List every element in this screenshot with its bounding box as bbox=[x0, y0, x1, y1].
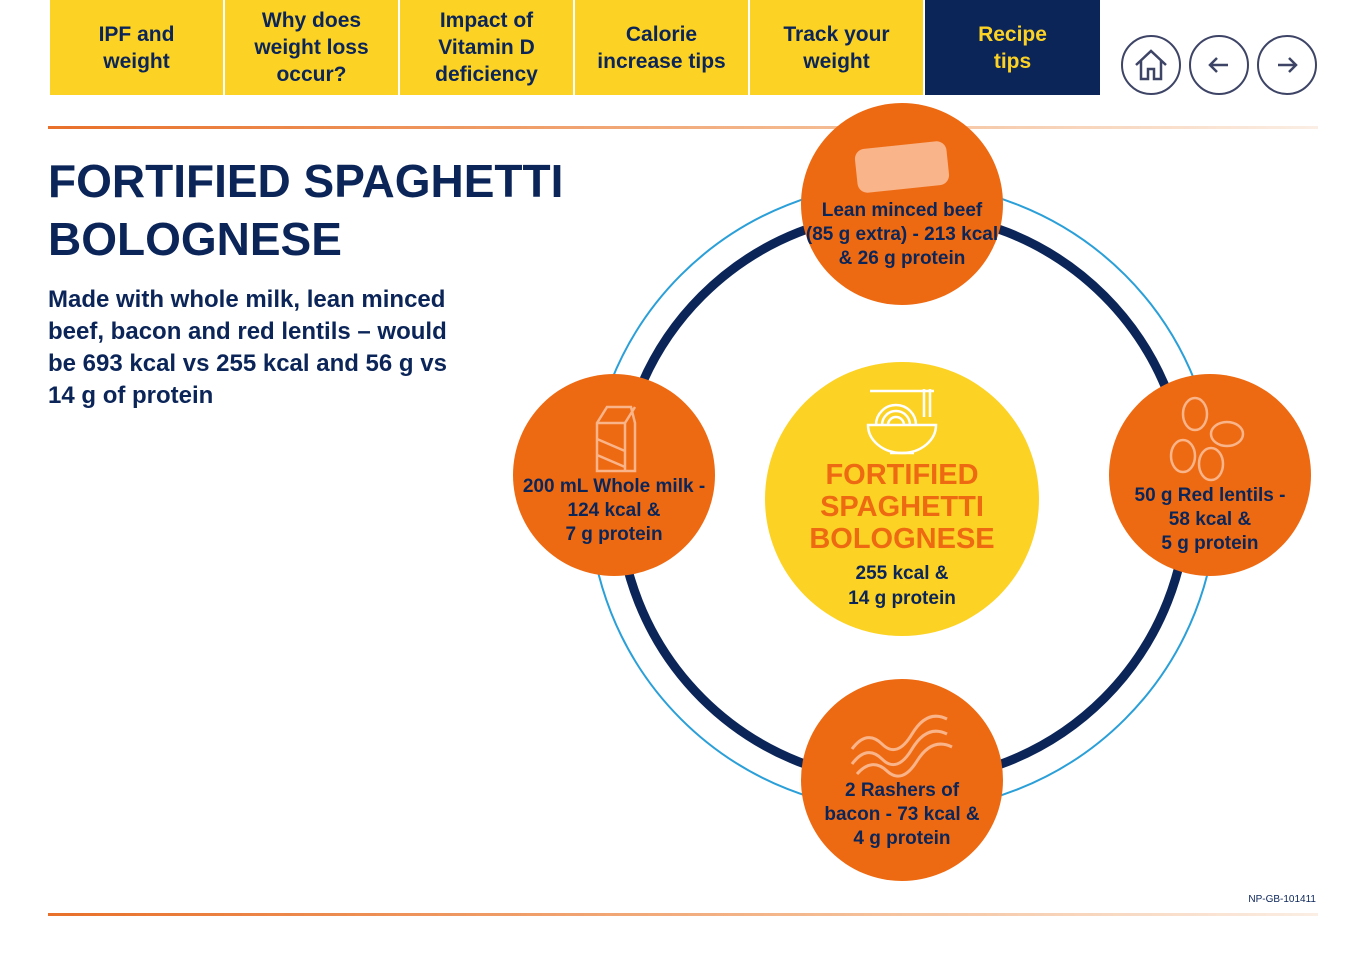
bacon-icon bbox=[850, 714, 953, 778]
lentils-icon bbox=[1169, 396, 1245, 482]
ingredient-milk: 200 mL Whole milk - 124 kcal & 7 g prote… bbox=[513, 374, 715, 576]
spaghetti-bowl-icon bbox=[866, 389, 938, 455]
ingredient-lentils: 50 g Red lentils - 58 kcal & 5 g protein bbox=[1109, 374, 1311, 576]
tab-why-weight-loss[interactable]: Why does weight loss occur? bbox=[225, 0, 400, 95]
minced-beef-icon bbox=[854, 141, 950, 193]
tab-calorie-tips[interactable]: Calorie increase tips bbox=[575, 0, 750, 95]
divider-bottom bbox=[48, 913, 1318, 916]
ingredient-beef-text: Lean minced beef (85 g extra) - 213 kcal… bbox=[805, 200, 999, 269]
document-code: NP-GB-101411 bbox=[1248, 894, 1316, 905]
ingredient-beef: Lean minced beef (85 g extra) - 213 kcal… bbox=[801, 103, 1003, 305]
ingredient-milk-text: 200 mL Whole milk - 124 kcal & 7 g prote… bbox=[522, 476, 706, 545]
recipe-description: Made with whole milk, lean minced beef, … bbox=[48, 286, 447, 409]
forward-button[interactable] bbox=[1257, 35, 1317, 95]
top-nav: IPF and weight Why does weight loss occu… bbox=[50, 0, 1100, 95]
home-button[interactable] bbox=[1121, 35, 1181, 95]
tab-track-weight[interactable]: Track your weight bbox=[750, 0, 925, 95]
ingredient-lentils-text: 50 g Red lentils - 58 kcal & 5 g protein bbox=[1134, 485, 1286, 554]
tab-vitamin-d[interactable]: Impact of Vitamin D deficiency bbox=[400, 0, 575, 95]
milk-carton-icon bbox=[595, 405, 637, 473]
page-title: FORTIFIED SPAGHETTI BOLOGNESE bbox=[48, 155, 564, 265]
tab-recipe-tips[interactable]: Recipe tips bbox=[925, 0, 1100, 95]
arrow-left-icon bbox=[1208, 57, 1228, 73]
ingredient-bacon-text: 2 Rashers of bacon - 73 kcal & 4 g prote… bbox=[824, 780, 980, 849]
arrow-right-icon bbox=[1278, 57, 1298, 73]
tab-ipf-weight[interactable]: IPF and weight bbox=[50, 0, 225, 95]
home-icon bbox=[1135, 49, 1167, 81]
divider-top bbox=[48, 126, 1318, 129]
center-dish: FORTIFIED SPAGHETTI BOLOGNESE 255 kcal &… bbox=[765, 362, 1039, 636]
center-dish-value: 255 kcal & 14 g protein bbox=[848, 563, 956, 609]
back-button[interactable] bbox=[1189, 35, 1249, 95]
ingredient-bacon: 2 Rashers of bacon - 73 kcal & 4 g prote… bbox=[801, 679, 1003, 881]
center-dish-name: FORTIFIED SPAGHETTI BOLOGNESE bbox=[809, 459, 995, 555]
